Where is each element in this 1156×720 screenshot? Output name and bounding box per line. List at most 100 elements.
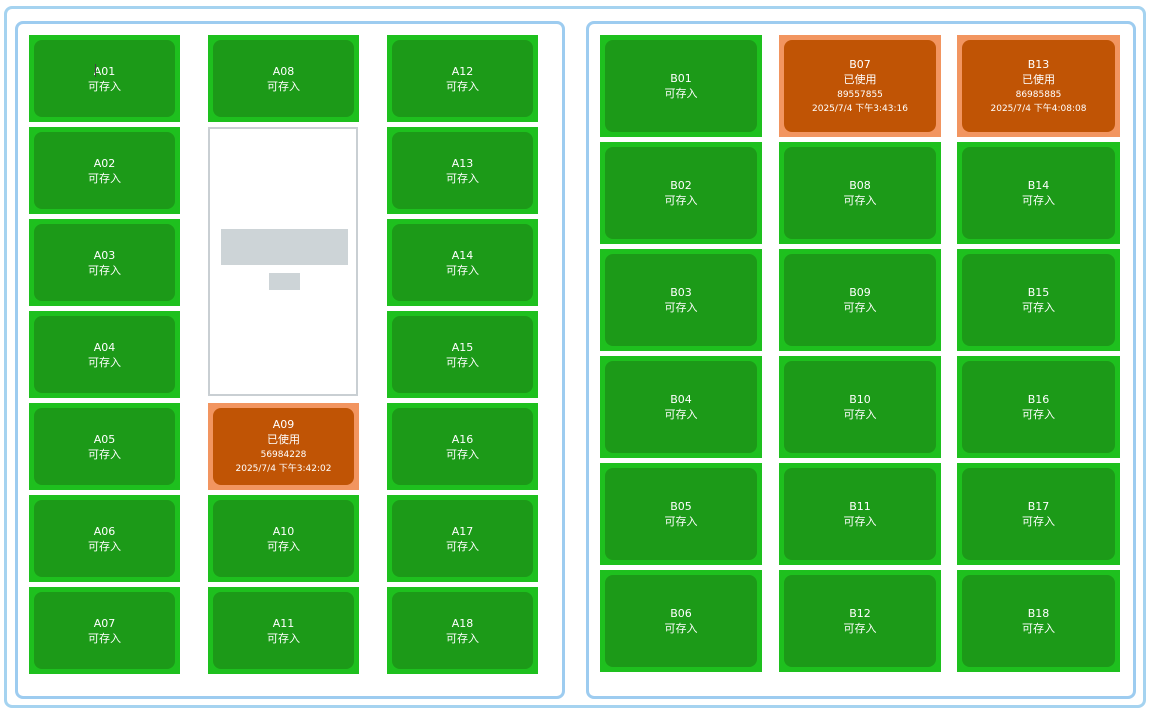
locker-code: A02 (93, 156, 116, 170)
locker-b04[interactable]: B04 可存入 (600, 356, 762, 458)
locker-code: A13 (451, 156, 474, 170)
locker-door: B04 可存入 (605, 361, 757, 453)
locker-door: B05 可存入 (605, 468, 757, 560)
locker-code: B10 (849, 393, 871, 406)
locker-status: 可存入 (664, 87, 698, 100)
locker-code: B06 (670, 607, 692, 620)
locker-status: 可存入 (664, 622, 698, 635)
locker-status: 可存入 (446, 263, 479, 277)
locker-status: 可存入 (446, 355, 479, 369)
locker-status: 可存入 (446, 79, 479, 93)
locker-code: A01 (93, 64, 116, 78)
locker-code: A09 (272, 418, 295, 431)
locker-code: B05 (670, 500, 692, 513)
locker-b05[interactable]: B05 可存入 (600, 463, 762, 565)
locker-code: B09 (849, 286, 871, 299)
locker-code: B16 (1027, 393, 1050, 406)
locker-b06[interactable]: B06 可存入 (600, 570, 762, 672)
locker-status: 可存入 (267, 539, 300, 553)
locker-code: B04 (670, 393, 692, 406)
locker-status: 可存入 (446, 447, 479, 461)
locker-b02[interactable]: B02 可存入 (600, 142, 762, 244)
locker-status: 可存入 (664, 408, 698, 421)
locker-pickup-code: 86985885 (1015, 89, 1062, 100)
locker-status: 可存入 (664, 194, 698, 207)
locker-code: A10 (272, 524, 295, 538)
locker-status: 可存入 (843, 515, 877, 528)
locker-status: 可存入 (446, 539, 479, 553)
cabinet-frame (4, 6, 1146, 708)
locker-code: A05 (93, 432, 116, 446)
locker-status: 已使用 (267, 433, 300, 446)
locker-status: 可存入 (843, 301, 877, 314)
locker-code: B17 (1027, 500, 1050, 513)
locker-status: 可存入 (664, 515, 698, 528)
locker-door: B06 可存入 (605, 575, 757, 667)
terminal-screen (208, 127, 358, 396)
locker-code: A17 (451, 524, 474, 538)
locker-b09[interactable]: B09 可存入 (779, 249, 941, 351)
locker-code: B07 (849, 57, 871, 71)
locker-code: A18 (451, 616, 474, 630)
locker-status: 可存入 (267, 631, 300, 645)
locker-code: A11 (272, 616, 295, 630)
locker-pickup-code: 89557855 (837, 89, 883, 100)
locker-status: 可存入 (843, 622, 877, 635)
locker-status: 已使用 (1022, 72, 1055, 86)
locker-status: 可存入 (88, 631, 121, 645)
locker-status: 可存入 (1022, 194, 1055, 207)
locker-code: B08 (849, 179, 871, 192)
locker-code: B02 (670, 179, 692, 192)
locker-status: 可存入 (88, 263, 121, 277)
